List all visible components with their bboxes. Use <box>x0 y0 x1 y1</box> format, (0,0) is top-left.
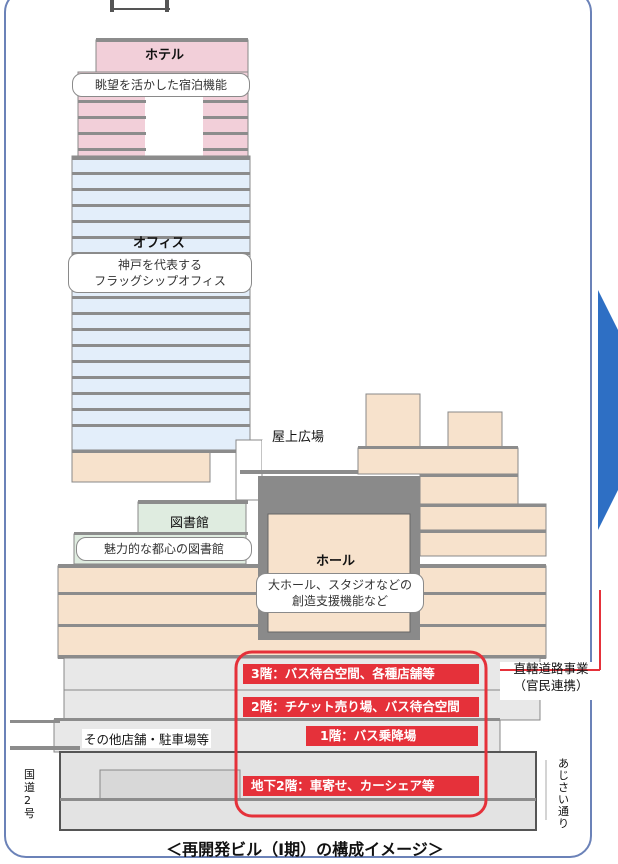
hall-desc: 大ホール、スタジオなどの 創造支援機能など <box>256 573 424 613</box>
floor-1-bar: 1階：バス乗降場 <box>306 726 478 746</box>
arrow-shape <box>598 290 618 530</box>
floor-2-bar: 2階：チケット売り場、バス待合空間 <box>243 697 479 717</box>
library-label: 図書館 <box>170 516 210 531</box>
route2-label: 国道2号 <box>24 768 35 820</box>
floor-3-bar: 3階：バス待合空間、各種店舗等 <box>243 664 479 684</box>
office-slabs <box>72 156 250 427</box>
office-desc: 神戸を代表する フラッグシップオフィス <box>68 253 252 293</box>
office-label: オフィス <box>133 236 185 251</box>
hotel-desc: 眺望を活かした宿泊機能 <box>72 73 250 97</box>
library-desc: 魅力的な都心の図書館 <box>76 537 252 561</box>
hotel-label: ホテル <box>145 48 185 63</box>
floor-b2-bar: 地下2階：車寄せ、カーシェア等 <box>243 776 479 796</box>
road-project-label: 直轄道路事業 （官民連携） <box>496 660 606 694</box>
hotel-desc-text: 眺望を活かした宿泊機能 <box>94 78 227 92</box>
other-shops-label: その他店舗・駐車場等 <box>82 729 212 748</box>
road-project-line1: 直轄道路事業 <box>513 661 589 676</box>
rooftop-label: 屋上広場 <box>272 430 325 445</box>
ajisai-label: あじさい通り <box>558 757 569 830</box>
hall-label: ホール <box>316 554 356 569</box>
office-desc-line1: 神戸を代表する <box>117 258 202 272</box>
hall-desc-line2: 創造支援機能など <box>291 594 388 608</box>
road-project-line2: （官民連携） <box>513 678 589 693</box>
hall-desc-line1: 大ホール、スタジオなどの <box>267 578 412 592</box>
diagram-caption: ＜再開発ビル（Ⅰ期）の構成イメージ＞ <box>166 840 444 859</box>
library-desc-text: 魅力的な都心の図書館 <box>103 542 224 556</box>
office-desc-line2: フラッグシップオフィス <box>94 274 226 288</box>
